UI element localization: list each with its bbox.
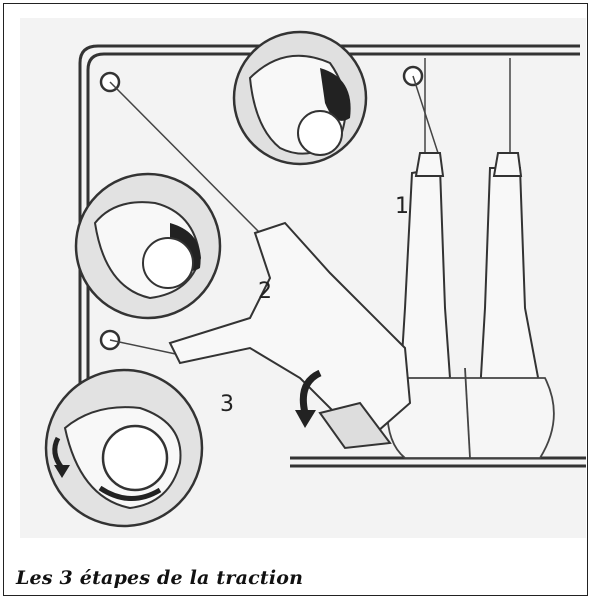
figure-caption: Les 3 étapes de la traction: [16, 567, 303, 589]
traction-illustration: 1 2 3: [20, 18, 586, 538]
figure-frame: 1 2 3 Les 3 étapes de la traction: [3, 3, 588, 596]
hip-detail-top: [234, 32, 366, 164]
traction-drawing: 1 2 3: [20, 18, 586, 538]
hip-detail-middle: [76, 174, 220, 318]
pelvis: [387, 368, 554, 458]
step-label-2: 2: [258, 279, 272, 304]
step-label-1: 1: [395, 194, 409, 219]
hip-detail-bottom: [46, 370, 202, 526]
step-label-3: 3: [220, 392, 234, 417]
